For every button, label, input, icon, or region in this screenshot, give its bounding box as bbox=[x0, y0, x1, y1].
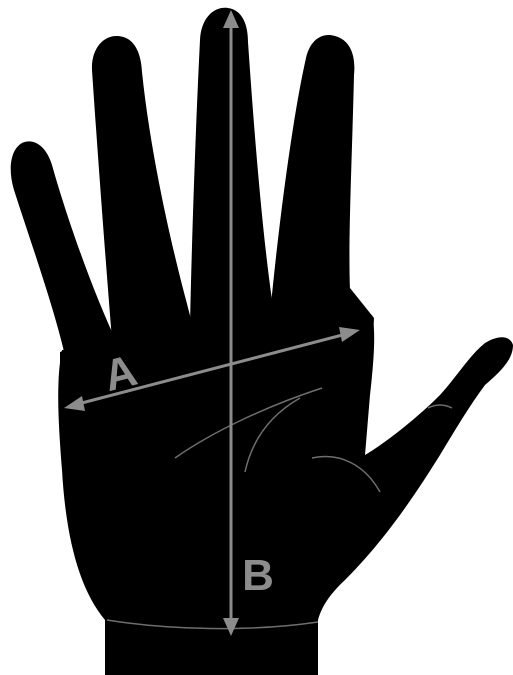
index-finger-shape bbox=[270, 35, 354, 320]
ring-finger-shape bbox=[92, 36, 195, 340]
label-b: B bbox=[242, 551, 274, 600]
